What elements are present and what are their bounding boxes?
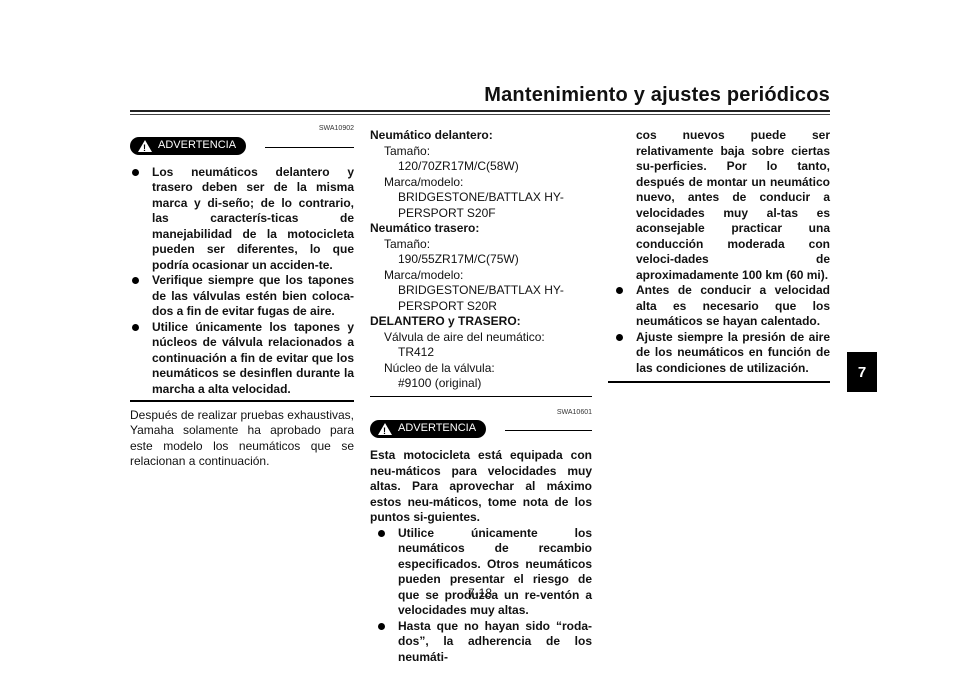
bullet-icon (616, 287, 623, 294)
spec-label: Marca/modelo: (384, 267, 464, 282)
page-title: Mantenimiento y ajustes periódicos (484, 84, 830, 106)
spec-value: TR412 (398, 345, 435, 359)
spec-value: 120/70ZR17M/C(58W) (398, 159, 519, 173)
list-item: Hasta que no hayan sido “roda-dos”, la a… (376, 619, 592, 666)
spec-value: #9100 (original) (398, 376, 482, 390)
spec-value: PERSPORT S20F (398, 205, 496, 220)
list-item: Verifique siempre que los tapones de las… (130, 273, 354, 320)
warning-label: ADVERTENCIA (158, 138, 237, 151)
header-rule-thin (130, 114, 830, 115)
body-paragraph: Después de realizar pruebas exhaustivas,… (130, 407, 354, 469)
warning-end-rule (130, 400, 354, 402)
warning-header: ! ADVERTENCIA (370, 420, 592, 442)
bullet-icon (132, 277, 139, 284)
chapter-tab[interactable]: 7 (847, 352, 877, 392)
spec-label: Válvula de aire del neumático: (384, 329, 545, 344)
warning-icon: ! (378, 423, 392, 436)
warning-rule (265, 146, 354, 148)
spec-label: Marca/modelo: (384, 174, 464, 189)
list-item: Los neumáticos delantero y trasero deben… (130, 165, 354, 274)
spec-label: Tamaño: (384, 236, 431, 251)
list-item: Antes de conducir a velocidad alta es ne… (614, 283, 830, 330)
column-1: SWA10902 ! ADVERTENCIA Los neumáticos de… (130, 121, 354, 470)
list-item: Utilice únicamente los tapones y núcleos… (130, 320, 354, 398)
spec-heading: Neumático delantero: (370, 128, 493, 142)
column-2: Neumático delantero: Tamaño: 120/70ZR17M… (370, 128, 592, 665)
list-item: Utilice únicamente los neumáticos de rec… (376, 526, 592, 619)
warning-badge: ! ADVERTENCIA (370, 420, 487, 438)
warning-intro: Esta motocicleta está equipada con neu-m… (370, 448, 592, 524)
spec-label: Núcleo de la válvula: (384, 360, 495, 375)
bullet-icon (378, 622, 385, 630)
bullet-icon (616, 333, 623, 341)
column-3: cos nuevos puede ser relativamente baja … (608, 128, 830, 383)
page-number: 7-18 (467, 586, 493, 600)
warning-end-rule (608, 381, 830, 383)
warning-label: ADVERTENCIA (398, 422, 477, 435)
warning-icon: ! (138, 139, 152, 153)
bullet-icon (378, 529, 385, 537)
spec-heading: DELANTERO y TRASERO: (370, 314, 521, 328)
list-item: Ajuste siempre la presión de aire de los… (614, 330, 830, 377)
bullet-icon (132, 168, 139, 176)
bullet-icon (132, 323, 139, 331)
warning-code: SWA10601 (556, 408, 592, 416)
spec-value: BRIDGESTONE/BATTLAX HY- (398, 190, 564, 204)
warning-rule (505, 430, 592, 431)
warning-header: ! ADVERTENCIA (130, 136, 354, 159)
header-rule (130, 110, 830, 112)
warning-code: SWA10902 (318, 125, 354, 132)
spec-heading: Neumático trasero: (370, 221, 480, 235)
spec-value: 190/55ZR17M/C(75W) (398, 252, 519, 266)
spec-value: BRIDGESTONE/BATTLAX HY- (398, 283, 564, 297)
spec-value: PERSPORT S20R (398, 298, 497, 313)
continuation-text: cos nuevos puede ser relativamente baja … (636, 128, 830, 282)
warning-badge: ! ADVERTENCIA (130, 136, 247, 155)
spec-label: Tamaño: (384, 143, 431, 158)
tire-spec-box: Neumático delantero: Tamaño: 120/70ZR17M… (370, 128, 592, 397)
